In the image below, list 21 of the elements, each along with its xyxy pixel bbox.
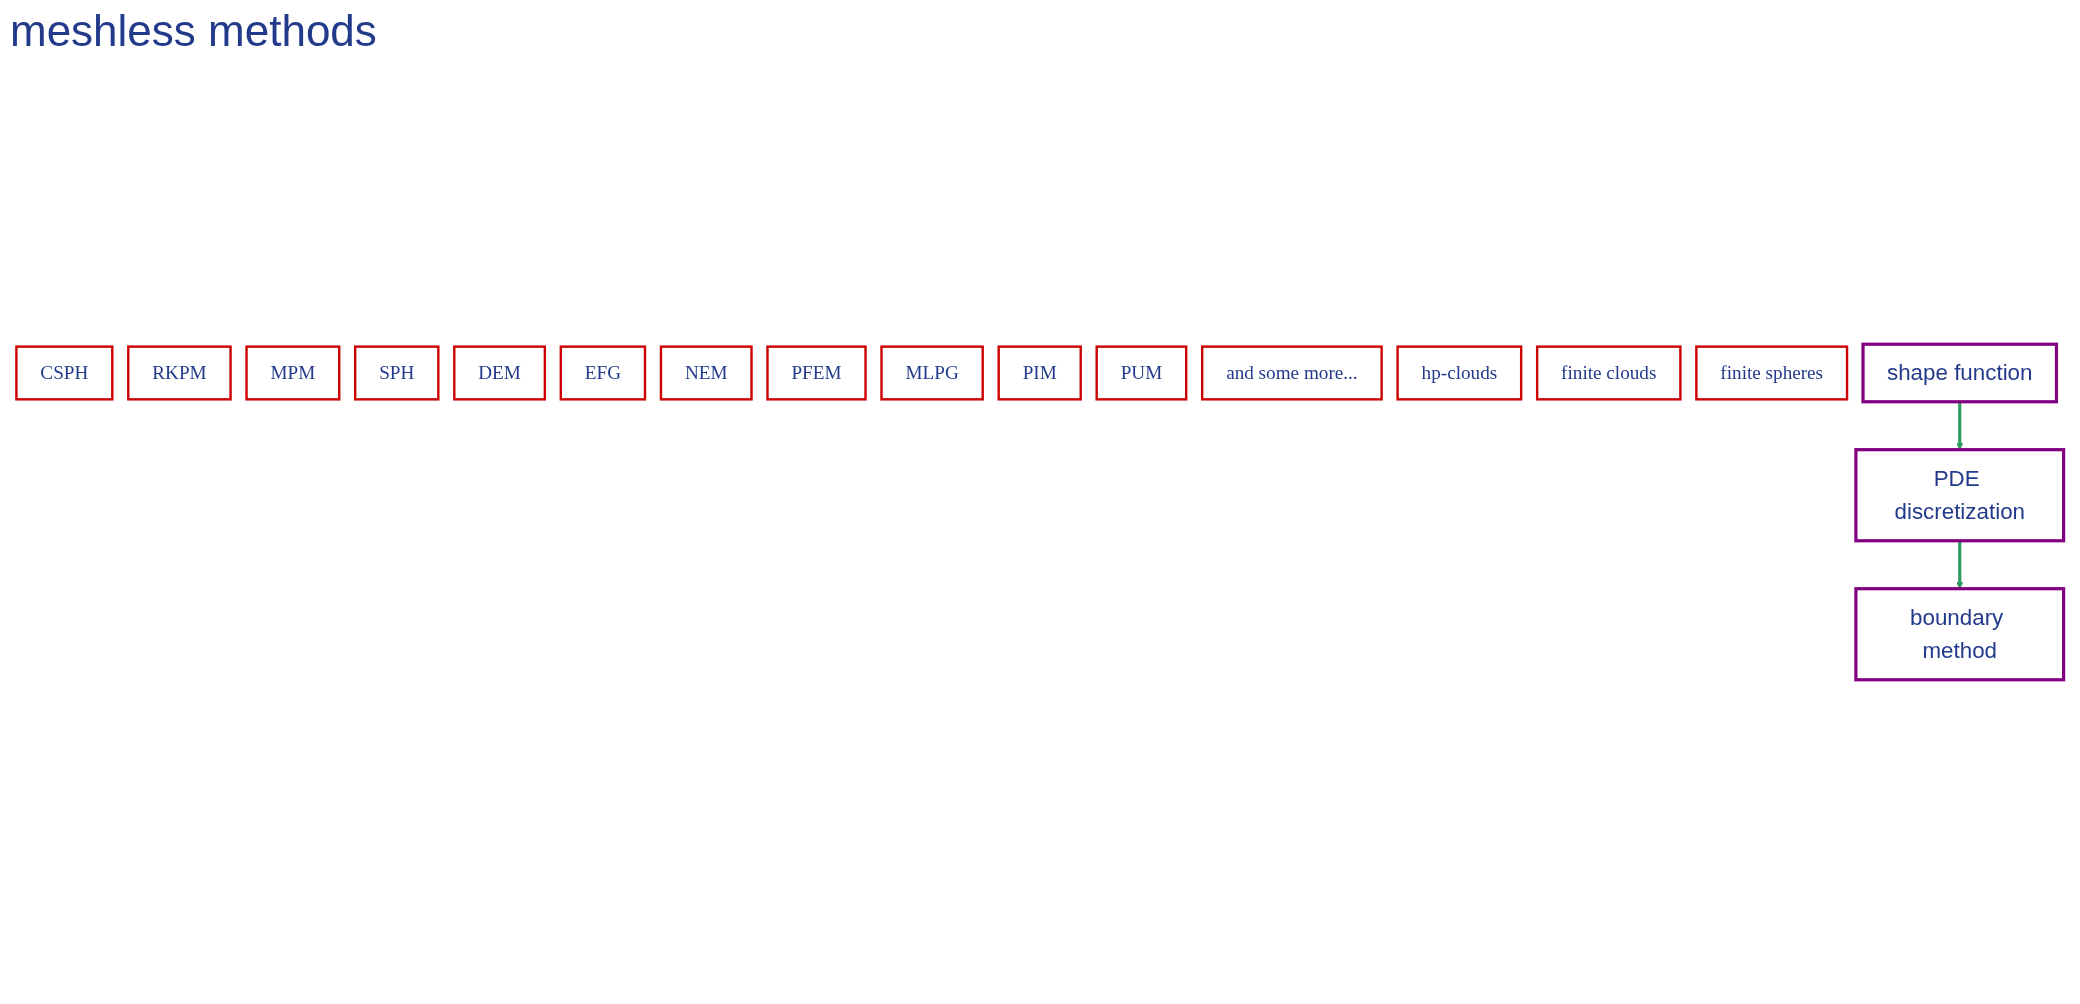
diagram-title: meshless methods <box>10 6 378 56</box>
node-box: finite clouds <box>1535 345 1682 401</box>
node-box: hp-clouds <box>1396 345 1523 401</box>
arrow <box>1956 401 1964 450</box>
node-box: CSPH <box>15 345 114 401</box>
node-box: boundary method <box>1854 587 2066 682</box>
node-box: MPM <box>245 345 341 401</box>
node-box: RKPM <box>127 345 232 401</box>
node-box: PUM <box>1095 345 1188 401</box>
node-box: DEM <box>453 345 547 401</box>
arrow <box>1956 540 1964 589</box>
node-box: PFEM <box>766 345 867 401</box>
node-box: NEM <box>659 345 753 401</box>
node-box: finite spheres <box>1695 345 1849 401</box>
node-box: PDE discretization <box>1854 448 2066 543</box>
node-box: and some more... <box>1200 345 1383 401</box>
node-box: shape function <box>1861 342 2059 404</box>
node-box: MLPG <box>880 345 984 401</box>
node-box: SPH <box>354 345 440 401</box>
node-box: PIM <box>997 345 1082 401</box>
node-box: EFG <box>559 345 647 401</box>
